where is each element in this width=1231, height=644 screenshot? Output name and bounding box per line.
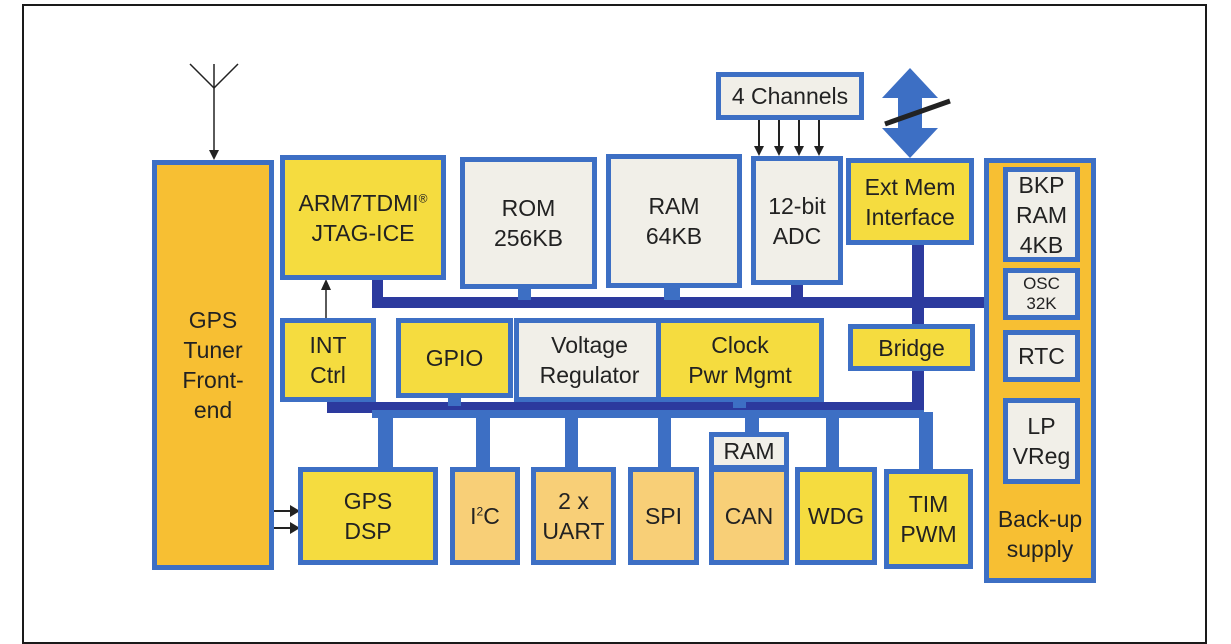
can-ram-block: RAM xyxy=(709,432,789,470)
i2c-superscript: 2 xyxy=(476,504,484,519)
clock-line-1: Clock xyxy=(711,332,769,358)
lp-vreg-line-2: VReg xyxy=(1012,443,1071,469)
arm-core-block: ARM7TDMI® JTAG-ICE xyxy=(280,155,446,280)
clock-pwr-block: Clock Pwr Mgmt xyxy=(656,318,824,402)
i2c-letter-i: I xyxy=(470,503,477,529)
upper-bus-stub-extmem xyxy=(912,242,924,300)
connectors-overlay xyxy=(189,63,951,534)
can-block: CAN xyxy=(709,467,789,565)
gps-tuner-line-3: Front- xyxy=(182,367,244,393)
upper-bus xyxy=(372,297,986,308)
gps-tuner-line-1: GPS xyxy=(188,307,238,333)
bridge-down xyxy=(912,368,924,408)
ram-line-1: RAM xyxy=(648,193,700,219)
int-ctrl-arrow xyxy=(321,279,331,318)
tim-line-2: PWM xyxy=(900,521,957,547)
gps-tuner-line-2: Tuner xyxy=(183,337,243,363)
tim-line-1: TIM xyxy=(908,491,949,517)
channel-arrows xyxy=(754,118,824,156)
uart-block: 2 x UART xyxy=(531,467,616,565)
bkp-ram-block: BKP RAM 4KB xyxy=(1003,167,1080,262)
clock-line-2: Pwr Mgmt xyxy=(688,362,792,388)
lower-bus-2 xyxy=(372,410,924,418)
can-label: CAN xyxy=(724,503,774,529)
ext-mem-line-2: Interface xyxy=(865,203,955,230)
uart-line-2: UART xyxy=(542,518,605,544)
gps-tuner-block: GPS Tuner Front- end xyxy=(152,160,274,570)
channels-block: 4 Channels xyxy=(716,72,864,120)
stub-gps-dsp xyxy=(378,412,393,472)
tim-pwm-block: TIM PWM xyxy=(884,469,973,569)
int-ctrl-line-2: Ctrl xyxy=(310,362,346,388)
stub-spi xyxy=(658,412,671,472)
i2c-letter-c: C xyxy=(483,503,500,529)
spi-block: SPI xyxy=(628,467,699,565)
wdg-block: WDG xyxy=(795,467,877,565)
rtc-block: RTC xyxy=(1003,330,1080,382)
osc-line-2: 32K xyxy=(1026,294,1057,313)
bkp-ram-line-3: 4KB xyxy=(1019,231,1064,258)
stub-wdg xyxy=(826,412,839,472)
gpio-label: GPIO xyxy=(425,345,484,371)
rom-line-1: ROM xyxy=(501,195,556,221)
rtc-label: RTC xyxy=(1018,343,1065,369)
int-ctrl-line-1: INT xyxy=(309,332,347,358)
upper-bus-stub-ram xyxy=(664,286,680,300)
upper-bus-stub-rom xyxy=(518,286,531,300)
uart-line-1: 2 x xyxy=(558,488,589,514)
backup-line-2: supply xyxy=(1006,536,1074,562)
voltage-reg-line-1: Voltage xyxy=(551,332,628,358)
can-ram-label: RAM xyxy=(723,438,775,464)
i2c-block: I2C xyxy=(450,467,520,565)
upper-bus-stub-arm xyxy=(372,276,383,304)
gps-dsp-block: GPS DSP xyxy=(298,467,438,565)
channels-label: 4 Channels xyxy=(731,83,849,109)
bridge-link xyxy=(912,303,924,325)
gps-dsp-line-2: DSP xyxy=(344,518,392,544)
stub-uart xyxy=(565,412,578,472)
osc-line-1: OSC xyxy=(1023,274,1060,293)
arm-label: ARM7TDMI xyxy=(298,189,419,216)
ext-mem-double-arrow-icon xyxy=(882,68,951,158)
gpio-block: GPIO xyxy=(396,318,513,398)
arm-line-1: ARM7TDMI® xyxy=(299,188,428,218)
osc-block: OSC 32K xyxy=(1003,268,1080,320)
ram-block: RAM 64KB xyxy=(606,154,742,288)
antenna-icon xyxy=(189,63,239,160)
lp-vreg-block: LP VReg xyxy=(1003,398,1080,484)
lp-vreg-line-1: LP xyxy=(1027,413,1056,439)
bkp-ram-line-2: RAM xyxy=(1015,201,1068,228)
gps-tuner-line-4: end xyxy=(193,397,233,423)
lower-bus xyxy=(327,402,924,413)
adc-line-1: 12-bit xyxy=(768,192,826,219)
voltage-regulator-block: Voltage Regulator xyxy=(514,318,665,402)
bkp-ram-line-1: BKP xyxy=(1018,171,1065,198)
stub-tim xyxy=(919,412,933,472)
wdg-label: WDG xyxy=(807,503,865,529)
upper-bus-stub-adc xyxy=(791,283,803,299)
ram-line-2: 64KB xyxy=(645,223,703,249)
arm-line-2: JTAG-ICE xyxy=(311,219,415,246)
int-ctrl-block: INT Ctrl xyxy=(280,318,376,402)
i2c-label: I2C xyxy=(470,501,500,531)
tuner-to-dsp-arrows xyxy=(272,505,300,534)
registered-mark: ® xyxy=(418,190,428,205)
spi-label: SPI xyxy=(644,503,683,529)
rom-block: ROM 256KB xyxy=(460,157,597,289)
lower-bus-stub-int xyxy=(327,398,338,412)
stub-i2c xyxy=(476,412,490,472)
ext-mem-line-1: Ext Mem xyxy=(864,173,956,200)
stub-can xyxy=(745,412,759,434)
adc-block: 12-bit ADC xyxy=(751,156,843,285)
bridge-block: Bridge xyxy=(848,324,975,371)
gps-dsp-line-1: GPS xyxy=(343,488,393,514)
rom-line-2: 256KB xyxy=(493,225,564,251)
adc-line-2: ADC xyxy=(772,222,822,249)
ext-mem-block: Ext Mem Interface xyxy=(846,158,974,245)
voltage-reg-line-2: Regulator xyxy=(539,362,640,388)
backup-line-1: Back-up xyxy=(997,506,1083,532)
bridge-label: Bridge xyxy=(878,334,945,361)
